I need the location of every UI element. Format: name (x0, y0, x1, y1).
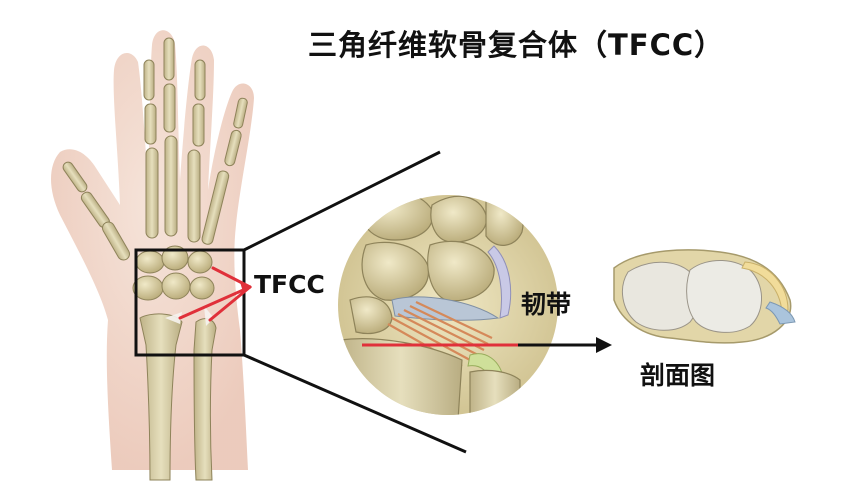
wrist-highlight-box (134, 248, 246, 357)
page-title: 三角纤维软骨复合体（TFCC） (308, 28, 725, 62)
red-arrows (178, 266, 252, 322)
cross-section-illustration (613, 249, 796, 344)
zoom-lines (243, 150, 467, 454)
section-arrow (518, 337, 612, 353)
tfcc-region-hand (165, 306, 214, 326)
tfcc-label: TFCC (254, 270, 325, 299)
ligament-label: 韧带 (521, 290, 572, 319)
cross-section-label: 剖面图 (640, 361, 716, 390)
